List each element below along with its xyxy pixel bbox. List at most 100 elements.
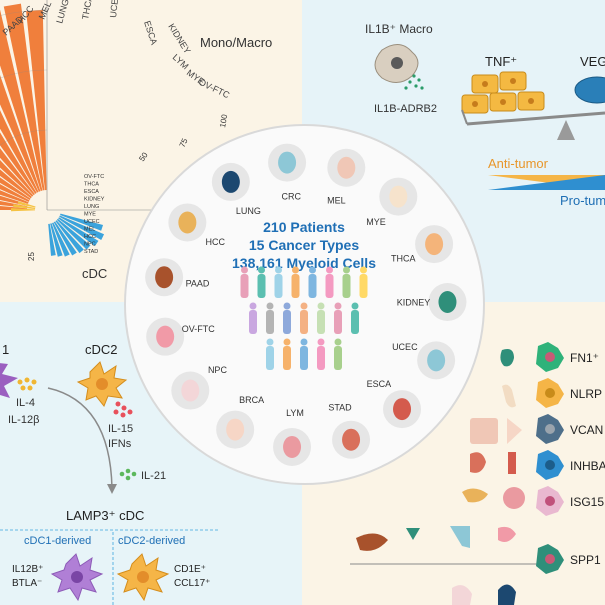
organ-label: MYE	[366, 217, 386, 227]
cdc-cancer-label: UCEC	[84, 219, 100, 225]
person-icon	[249, 302, 257, 310]
pro-tumor-gradient	[488, 175, 605, 190]
balance-illustration: IL1B⁺ Macro IL1B-ADRB2 TNF⁺ VEG	[365, 22, 605, 208]
cdc-cancer-label: MEL	[84, 227, 95, 233]
cancer-type-label: KIDNEY	[166, 22, 192, 56]
cdc-cancer-label: KIDNEY	[84, 197, 105, 203]
mono-macro-bar	[0, 148, 35, 196]
mono-macro-bar	[0, 75, 41, 192]
cdc-bar	[59, 215, 105, 241]
organ-icon	[427, 349, 446, 372]
marker-cell-vcan-icon	[536, 414, 564, 444]
mono-macro-bar	[0, 184, 30, 202]
organ-label: CRC	[281, 191, 301, 201]
marker-cell-fn1-icon	[536, 342, 564, 372]
person-icon	[283, 346, 291, 370]
organ-icon	[393, 398, 412, 421]
person-icon	[334, 302, 342, 310]
organ-icon	[389, 185, 408, 208]
cdc-cancer-label: THCA	[84, 182, 99, 188]
person-icon	[275, 266, 282, 274]
cdc-cancer-label: HCC	[84, 234, 96, 240]
il15-dots-icon	[113, 401, 133, 418]
il12b-pos-label: IL12B⁺	[12, 564, 43, 575]
person-icon	[266, 346, 274, 370]
other-bar	[17, 201, 36, 208]
organ-icon	[156, 325, 175, 348]
cdc-bar	[53, 221, 77, 256]
person-icon	[308, 274, 317, 298]
il1b-macro-cell-icon	[374, 44, 419, 83]
cdc-illustration: 1 IL-4 IL-12β cDC2 IL-15 IFNs IL-21 LAMP…	[0, 342, 220, 605]
cdc-bar	[56, 218, 91, 250]
anti-tumor-label: Anti-tumor	[488, 156, 549, 171]
organ-label: ESCA	[367, 379, 392, 389]
organ-label: HCC	[205, 237, 225, 247]
tnf-label: TNF⁺	[485, 54, 517, 69]
organ-label: THCA	[391, 253, 416, 263]
cdc-bar	[48, 223, 56, 256]
vegf-cell-icon	[574, 76, 605, 104]
mono-macro-bar	[0, 159, 34, 197]
mono-macro-bar	[0, 190, 29, 204]
macrophage-marker-label: ISG15	[570, 495, 604, 509]
person-icon	[292, 266, 299, 274]
person-icon	[300, 310, 308, 334]
marker-cell-nlrp-icon	[536, 378, 564, 408]
organ-icon	[283, 435, 302, 458]
mono-macro-bar	[0, 177, 31, 200]
mono-macro-bar	[0, 9, 43, 191]
organ-label: UCEC	[392, 342, 418, 352]
organ-label: KIDNEY	[397, 298, 431, 308]
axis-tick-75: 75	[178, 136, 190, 148]
cdc-cancer-label: NPC	[84, 242, 96, 248]
mono-macro-bar	[0, 132, 37, 194]
organ-label: MEL	[327, 195, 346, 205]
vegf-label: VEG	[580, 54, 605, 69]
organ-icon	[226, 418, 245, 441]
cd1e-label: CD1E⁺	[174, 564, 206, 575]
cancer-type-label: ESCA	[142, 20, 159, 46]
organ-icon	[342, 428, 361, 451]
mono-macro-bar	[0, 110, 39, 193]
marker-cell-isg15-icon	[536, 486, 564, 516]
arrow-head-icon	[107, 484, 117, 494]
person-icon	[249, 310, 257, 334]
cdc1-derived-cell-icon	[50, 553, 104, 602]
organ-label: STAD	[328, 403, 352, 413]
cancer-type-label: UCEC	[108, 0, 121, 18]
axis-tick-100: 100	[218, 113, 229, 128]
organ-icon	[181, 379, 200, 402]
cdc-bar	[50, 223, 63, 257]
person-icon	[317, 310, 325, 334]
cancer-type-label: LUNG	[54, 0, 71, 25]
btla-neg-label: BTLA⁻	[12, 578, 42, 589]
cdc2-derived-cell-icon	[116, 553, 170, 602]
person-icon	[283, 302, 291, 310]
cdc-bar	[60, 213, 104, 231]
cdc-cancer-label: ESCA	[84, 189, 99, 195]
organ-label: PAAD	[186, 279, 210, 289]
person-icon	[300, 302, 308, 310]
macrophage-marker-label: SPP1	[570, 553, 601, 567]
organ-icon	[221, 170, 240, 193]
cdc1-cell-icon	[0, 363, 18, 398]
cdc-bar	[52, 222, 70, 257]
il15-label: IL-15	[108, 423, 133, 435]
person-icon	[283, 310, 291, 334]
macrophage-marker-label: NLRP	[570, 387, 602, 401]
person-icon	[266, 310, 274, 334]
organ-label: NPC	[208, 365, 228, 375]
person-icon	[241, 266, 248, 274]
cancer-type-label: THCA	[80, 0, 94, 20]
organ-label: LYM	[286, 408, 304, 418]
person-icon	[274, 274, 283, 298]
organ-icon	[155, 266, 174, 289]
person-icon	[300, 338, 308, 346]
person-icon	[240, 274, 249, 298]
other-bar	[13, 204, 36, 209]
organ-label: OV-FTC	[182, 324, 215, 334]
other-bar	[11, 208, 36, 212]
pro-tumor-label: Pro-tum	[560, 193, 605, 208]
